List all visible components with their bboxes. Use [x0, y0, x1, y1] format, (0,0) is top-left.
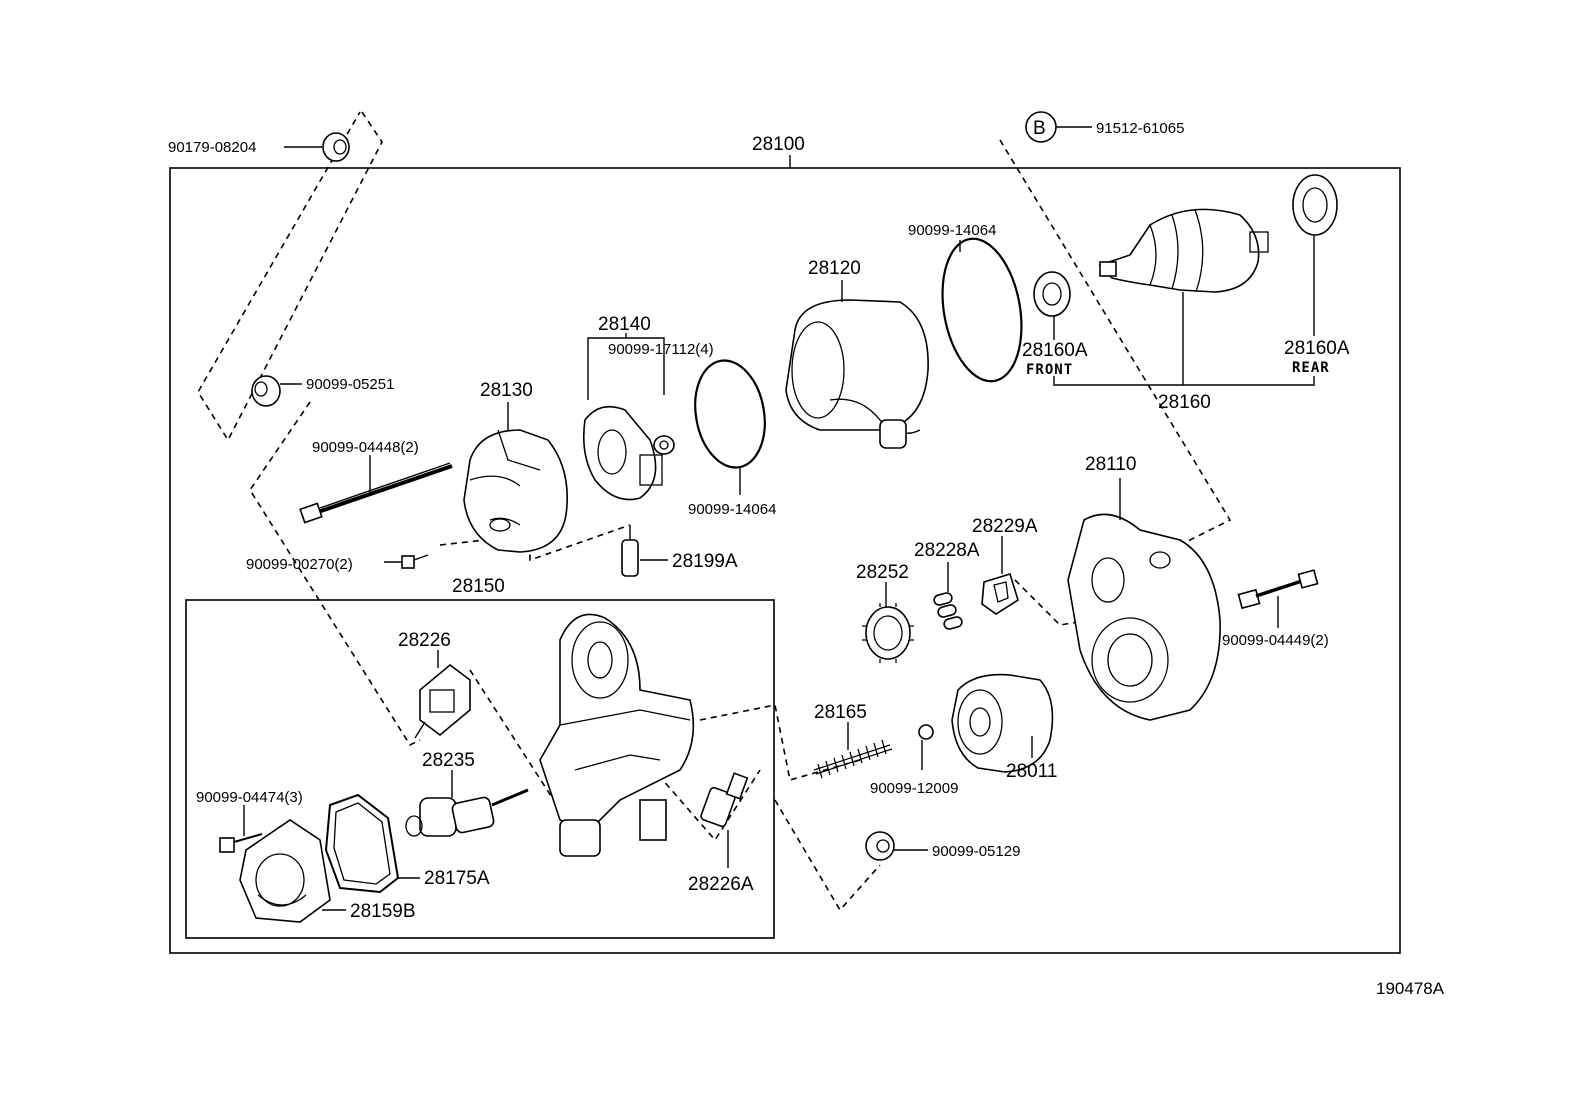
svg-text:B: B — [1033, 118, 1046, 139]
label-28226: 28226 — [398, 630, 451, 651]
label-28130: 28130 — [480, 380, 533, 401]
screw-icon — [401, 554, 429, 569]
starter-housing-icon — [1067, 513, 1221, 721]
label-rear: REAR — [1292, 360, 1330, 376]
nut-icon — [251, 375, 281, 407]
label-28160a-rear: 28160A — [1284, 338, 1350, 359]
o-ring-icon — [941, 237, 1023, 383]
label-90179-08204: 90179-08204 — [168, 139, 256, 156]
label-28120: 28120 — [808, 258, 861, 279]
front-bearing-icon — [1033, 271, 1071, 317]
label-28226a: 28226A — [688, 874, 754, 895]
label-28165: 28165 — [814, 702, 867, 723]
retainer-icon — [981, 573, 1019, 615]
armature-icon — [1098, 208, 1269, 293]
label-91512-61065: 91512-61065 — [1096, 120, 1184, 137]
label-90099-04474: 90099-04474(3) — [196, 789, 303, 806]
bolt-icon — [1237, 569, 1319, 610]
dashed-connector-nut — [197, 111, 383, 442]
rollers-icon — [933, 592, 963, 630]
spring-icon — [813, 739, 893, 779]
nut-icon — [865, 831, 895, 861]
o-ring-icon — [694, 359, 766, 469]
label-90099-14064-top: 90099-14064 — [908, 222, 996, 239]
dashed-connector-armature — [999, 139, 1232, 546]
drive-housing-icon — [539, 613, 695, 857]
label-28175a: 28175A — [424, 868, 490, 889]
label-90099-04448: 90099-04448(2) — [312, 439, 419, 456]
label-28199a: 28199A — [672, 551, 738, 572]
dashed-connector-28226 — [469, 669, 561, 811]
through-bolt-icon — [299, 462, 453, 524]
label-28229a: 28229A — [972, 516, 1038, 537]
bolt-icon — [219, 833, 263, 853]
label-front: FRONT — [1026, 362, 1073, 378]
gasket-icon — [324, 793, 400, 894]
label-90099-05129: 90099-05129 — [932, 843, 1020, 860]
label-28160: 28160 — [1158, 392, 1211, 413]
screw-icon — [653, 435, 675, 455]
terminal-bolt-icon — [700, 772, 749, 828]
label-90099-00270: 90099-00270(2) — [246, 556, 353, 573]
label-90099-05251: 90099-05251 — [306, 376, 394, 393]
dashed-connector-left — [249, 401, 421, 747]
dashed-connector-lower — [699, 704, 861, 782]
steel-ball-icon — [918, 724, 934, 740]
label-28160a-front: 28160A — [1022, 340, 1088, 361]
label-28140: 28140 — [598, 314, 651, 335]
subassembly-28150-frame — [185, 599, 775, 939]
end-frame-icon — [463, 429, 568, 553]
rear-bearing-icon — [1292, 174, 1338, 236]
label-90099-17112: 90099-17112(4) — [608, 341, 714, 358]
label-28159b: 28159B — [350, 901, 416, 922]
label-28235: 28235 — [422, 750, 475, 771]
label-28011: 28011 — [1006, 761, 1057, 782]
label-90099-04449: 90099-04449(2) — [1222, 632, 1329, 649]
label-28110: 28110 — [1085, 454, 1136, 475]
terminal-icon — [621, 525, 639, 577]
starter-clutch-icon — [951, 673, 1054, 773]
dashed-connector-nut2 — [774, 799, 881, 912]
figure-id: 190478A — [1376, 979, 1445, 998]
nut-icon — [322, 132, 350, 162]
brush-holder-icon — [582, 405, 663, 501]
field-frame-icon — [785, 299, 929, 449]
label-90099-12009: 90099-12009 — [870, 780, 958, 797]
idler-gear-icon — [862, 603, 914, 663]
label-90099-14064-mid: 90099-14064 — [688, 501, 776, 518]
contact-plate-icon — [414, 663, 471, 739]
callout-b: B — [1025, 111, 1057, 143]
label-28252: 28252 — [856, 562, 909, 583]
label-28228a: 28228A — [914, 540, 980, 561]
label-28100: 28100 — [752, 134, 805, 155]
assembly-frame — [169, 167, 1401, 954]
solenoid-cover-icon — [239, 819, 331, 923]
plunger-icon — [405, 788, 529, 837]
label-28150: 28150 — [452, 576, 505, 597]
